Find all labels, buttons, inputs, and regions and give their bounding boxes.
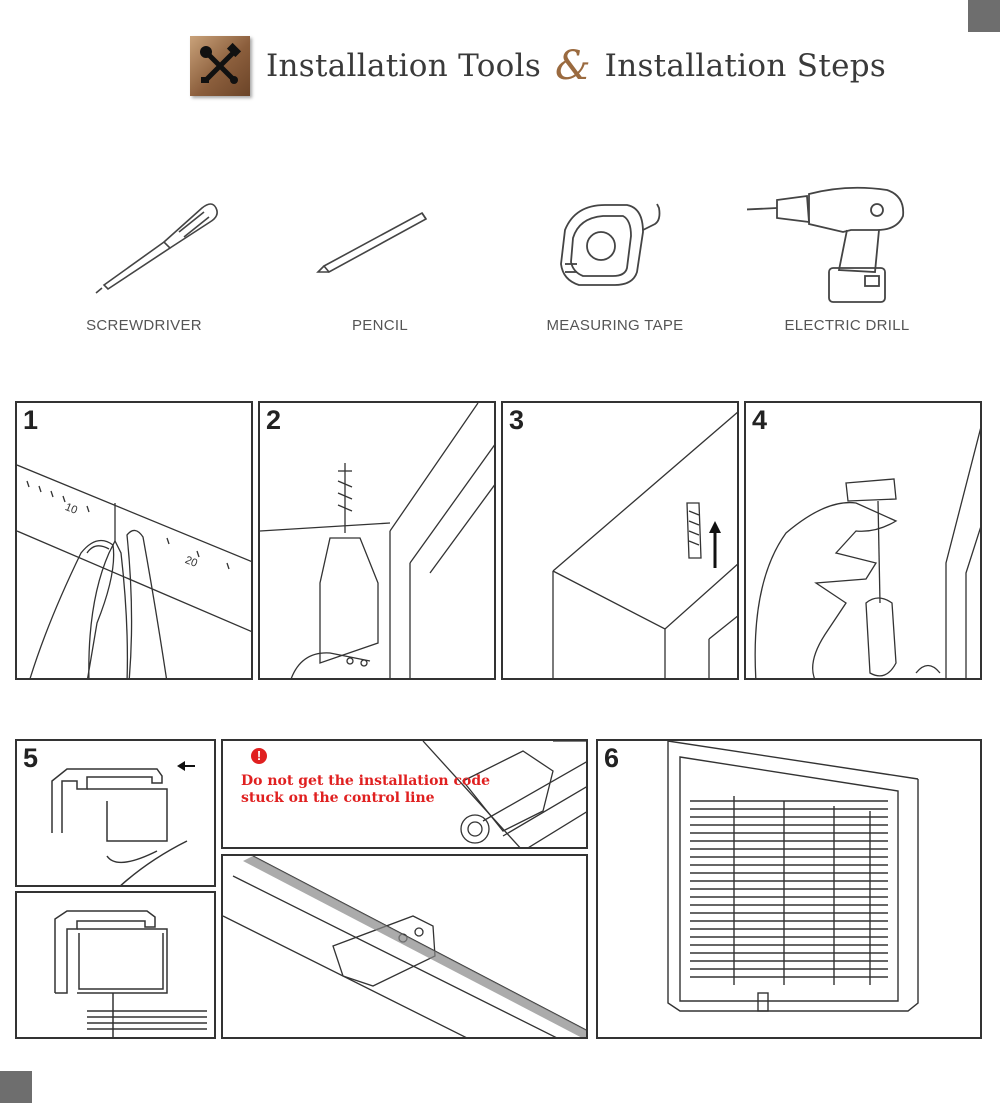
step-number: 1 — [23, 405, 39, 435]
step-5-rail-illustration — [223, 856, 586, 1037]
step-5-warning-panel: ! Do not get the installation code stuck… — [221, 739, 588, 849]
tool-pencil: PENCIL — [280, 180, 480, 340]
tool-label-measuring-tape: MEASURING TAPE — [546, 317, 684, 334]
step-6-panel: 6 — [596, 739, 982, 1039]
pencil-icon — [316, 211, 428, 274]
page-header: Installation Tools & Installation Steps — [190, 34, 886, 98]
tool-label-electric-drill: ELECTRIC DRILL — [784, 317, 910, 334]
step-number: 3 — [509, 405, 525, 435]
step-1-illustration — [17, 464, 251, 678]
step-number: 4 — [752, 405, 768, 435]
tool-electric-drill: ELECTRIC DRILL — [747, 180, 947, 340]
step-5-panel-b — [15, 891, 216, 1039]
title-installation-steps: Installation Steps — [604, 48, 887, 84]
step-2-illustration — [260, 403, 494, 678]
step-5-panel-a: 5 — [15, 739, 216, 887]
tool-measuring-tape: MEASURING TAPE — [515, 180, 715, 340]
screwdriver-icon — [95, 203, 218, 294]
title-ampersand: & — [555, 43, 591, 89]
step-5a-illustration — [51, 761, 195, 885]
step-3-illustration — [552, 411, 737, 678]
electric-drill-icon — [747, 186, 905, 303]
warning-icon: ! — [251, 748, 267, 764]
tool-screwdriver: SCREWDRIVER — [44, 180, 244, 340]
tool-label-screwdriver: SCREWDRIVER — [86, 317, 202, 334]
step-5-warning-illustration — [422, 741, 586, 847]
step-5-rail-panel — [221, 854, 588, 1039]
step-number: 5 — [23, 743, 39, 773]
step-1-panel: 1 10 20 — [15, 401, 253, 680]
tool-label-pencil: PENCIL — [352, 317, 408, 334]
step-6-illustration — [667, 741, 919, 1012]
step-number: 2 — [266, 405, 282, 435]
step-3-panel: 3 — [501, 401, 739, 680]
measuring-tape-icon — [560, 203, 661, 286]
title-installation-tools: Installation Tools — [266, 48, 542, 84]
step-2-panel: 2 — [258, 401, 496, 680]
corner-marker-top-right — [968, 0, 1000, 32]
step-number: 6 — [604, 743, 620, 773]
tools-icon — [190, 36, 250, 96]
step-4-illustration — [754, 428, 980, 678]
corner-marker-bottom-left — [0, 1071, 32, 1103]
step-4-panel: 4 — [744, 401, 982, 680]
warning-text: Do not get the installation code stuck o… — [241, 773, 491, 806]
step-5b-illustration — [54, 910, 207, 1037]
